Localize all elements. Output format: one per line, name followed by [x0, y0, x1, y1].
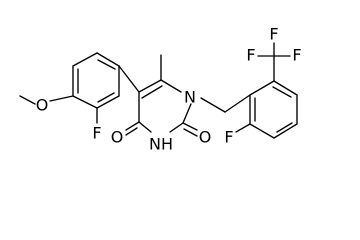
- benzyl-fluorine-atom: F: [224, 128, 233, 147]
- ring-bond: [249, 80, 275, 96]
- methoxy-methyl-bond: [19, 95, 36, 105]
- benzyl-ch2-bond: [200, 97, 226, 113]
- carbonyl-bond: [125, 121, 140, 131]
- aromatic-double-bond: [276, 122, 293, 133]
- c2-carbonyl: O: [182, 122, 212, 147]
- benzyl-fluorine-group: F: [224, 123, 251, 147]
- ring-bond: [160, 79, 182, 93]
- cf3-fluorine-left: F: [246, 46, 255, 65]
- pyrimidinedione-ring: N NH: [138, 79, 196, 154]
- aryl-fluorine-group: F: [92, 107, 102, 143]
- aryl-fluorine-atom: F: [92, 124, 101, 143]
- c4-carbonyl: O: [111, 121, 140, 147]
- methoxy-oxygen-bond: [49, 95, 74, 102]
- aromatic-double-bond: [97, 92, 115, 103]
- aryl-pyrimidine-bond: [118, 65, 140, 93]
- c4-oxygen-atom: O: [111, 128, 124, 147]
- ring-bond: [169, 122, 184, 133]
- trifluoromethyl-group: F F F: [246, 25, 302, 82]
- ring-bond: [96, 52, 120, 67]
- ring-bond: [96, 95, 120, 109]
- fluoro-trifluoromethyl-phenyl-ring: [249, 80, 298, 139]
- double-bond: [141, 85, 163, 99]
- methoxy-group: O: [19, 95, 74, 115]
- ring-bond: [273, 80, 298, 96]
- ring-bond: [138, 79, 162, 93]
- ring-bond: [72, 95, 98, 109]
- aromatic-double-bond: [272, 86, 292, 98]
- benzyl-fluorine-bond: [235, 123, 251, 133]
- methoxy-oxygen-atom: O: [36, 96, 49, 115]
- carbonyl-double-bond: [183, 128, 198, 137]
- methoxy-fluorophenyl-ring: [72, 52, 120, 109]
- c2-oxygen-atom: O: [199, 128, 212, 147]
- aromatic-double-bond: [97, 59, 116, 70]
- molecule-diagram: O F N NH O: [19, 25, 302, 154]
- n3-atom: NH: [149, 135, 173, 154]
- cf3-fluorine-top: F: [269, 25, 278, 44]
- benzyl-aryl-bond: [224, 94, 251, 113]
- carbonyl-bond: [182, 122, 198, 131]
- carbonyl-double-bond: [125, 127, 138, 136]
- ring-bond: [138, 121, 152, 133]
- cf3-fluorine-right: F: [292, 46, 301, 65]
- ring-bond: [182, 103, 192, 124]
- ring-bond: [249, 123, 275, 139]
- ring-bond: [72, 52, 98, 67]
- chemical-structure-canvas: O F N NH O: [19, 24, 302, 154]
- ring-bond: [273, 123, 298, 139]
- n1-atom: N: [184, 88, 196, 107]
